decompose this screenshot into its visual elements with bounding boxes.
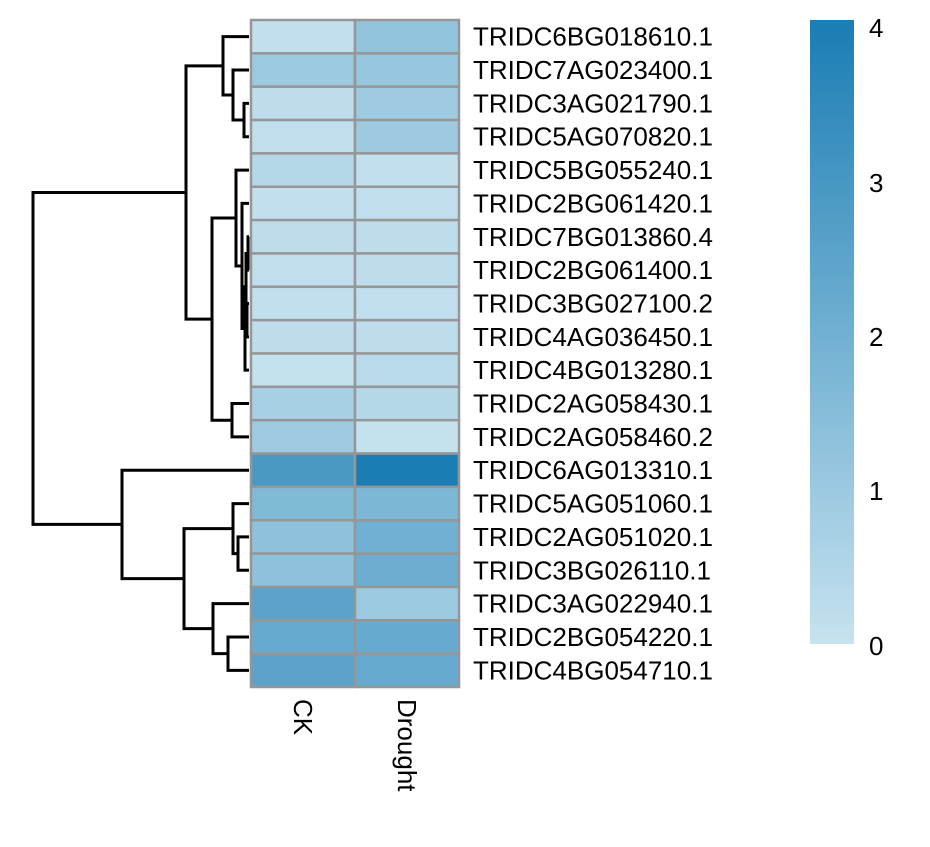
column-label: CK xyxy=(288,699,318,736)
row-label: TRIDC6BG018610.1 xyxy=(473,22,713,52)
heatmap-cell xyxy=(353,118,461,155)
dendrogram-branch xyxy=(242,101,249,139)
row-label: TRIDC2AG058460.2 xyxy=(473,422,713,452)
dendrogram-branch xyxy=(184,64,223,321)
heatmap-cell xyxy=(249,385,357,422)
dendrogram-branch xyxy=(31,190,186,526)
legend-tick-label: 3 xyxy=(869,168,883,198)
heatmap-cell xyxy=(249,485,357,522)
heatmap-cell xyxy=(353,519,461,555)
heatmap-cell xyxy=(249,18,357,55)
legend-tick-label: 1 xyxy=(869,476,883,506)
column-labels: CK Drought xyxy=(288,699,422,792)
row-label: TRIDC3BG027100.2 xyxy=(473,288,713,318)
dendrogram-branch xyxy=(236,535,249,572)
dendrogram-branch xyxy=(182,527,233,631)
heatmap-cell xyxy=(249,585,357,622)
dendrogram-branch xyxy=(230,402,249,439)
dendrogram-branch xyxy=(226,635,249,672)
heatmap-cell xyxy=(353,285,461,322)
legend-color-bar xyxy=(810,20,854,644)
row-label: TRIDC3AG021790.1 xyxy=(473,88,713,118)
heatmap-cell xyxy=(353,252,461,289)
heatmap-cell xyxy=(249,285,357,322)
heatmap-cell xyxy=(249,519,357,555)
row-label: TRIDC6AG013310.1 xyxy=(473,455,713,485)
heatmap-cell xyxy=(353,318,461,355)
heatmap-cell xyxy=(249,218,357,255)
row-label: TRIDC2AG051020.1 xyxy=(473,522,713,552)
legend-tick-label: 0 xyxy=(869,631,883,661)
heatmap-cell xyxy=(249,52,357,88)
row-label: TRIDC4BG054710.1 xyxy=(473,655,713,685)
heatmap-cell xyxy=(353,452,461,489)
row-label: TRIDC4AG036450.1 xyxy=(473,322,713,352)
heatmap-cell xyxy=(249,652,357,689)
row-label: TRIDC7AG023400.1 xyxy=(473,55,713,85)
row-label: TRIDC3BG026110.1 xyxy=(473,555,711,585)
row-label: TRIDC2BG054220.1 xyxy=(473,622,713,652)
row-label: TRIDC5BG055240.1 xyxy=(473,155,713,185)
heatmap-cell xyxy=(249,185,357,222)
row-label: TRIDC2BG061400.1 xyxy=(473,255,713,285)
heatmap-cell xyxy=(249,252,357,289)
heatmap-cells xyxy=(249,18,461,689)
heatmap-cell xyxy=(353,485,461,522)
heatmap-cell xyxy=(353,152,461,188)
row-labels: TRIDC6BG018610.1TRIDC7AG023400.1TRIDC3AG… xyxy=(473,22,713,686)
heatmap-cell xyxy=(353,352,461,389)
heatmap-cell xyxy=(249,452,357,489)
heatmap-cell xyxy=(353,585,461,622)
heatmap-cell xyxy=(353,619,461,655)
heatmap-cell xyxy=(249,552,357,589)
heatmap-cell xyxy=(249,85,357,122)
heatmap-cell xyxy=(249,318,357,355)
legend-tick-label: 2 xyxy=(869,322,883,352)
heatmap-cell xyxy=(249,152,357,188)
dendrogram-branch xyxy=(231,502,249,556)
heatmap-cell xyxy=(353,52,461,88)
row-label: TRIDC5AG051060.1 xyxy=(473,489,713,519)
row-label: TRIDC2AG058430.1 xyxy=(473,389,713,419)
row-label: TRIDC7BG013860.4 xyxy=(473,222,713,252)
row-dendrogram xyxy=(31,35,250,672)
heatmap-cell xyxy=(249,619,357,655)
heatmap-cell xyxy=(353,385,461,422)
heatmap-cell xyxy=(353,652,461,689)
heatmap-cell xyxy=(353,185,461,222)
heatmap-cell xyxy=(353,85,461,122)
row-label: TRIDC5AG070820.1 xyxy=(473,122,713,152)
row-label: TRIDC4BG013280.1 xyxy=(473,355,713,385)
heatmap-cell xyxy=(249,118,357,155)
heatmap-cell xyxy=(353,18,461,55)
heatmap-cell xyxy=(353,552,461,589)
heatmap-cell xyxy=(249,418,357,455)
dendrogram-branch xyxy=(210,216,236,422)
heatmap-cell xyxy=(353,418,461,455)
row-label: TRIDC2BG061420.1 xyxy=(473,188,713,218)
dendrogram-branch xyxy=(221,35,249,97)
color-legend: 0 1 2 3 4 xyxy=(810,13,883,661)
dendrogram-branch xyxy=(231,68,249,122)
legend-tick-label: 4 xyxy=(869,13,883,43)
heatmap-cell xyxy=(249,352,357,389)
row-label: TRIDC3AG022940.1 xyxy=(473,589,713,619)
dendrogram-branch xyxy=(246,235,250,272)
column-label: Drought xyxy=(392,699,422,792)
dendrogram-branch xyxy=(211,602,249,656)
heatmap-cell xyxy=(353,218,461,255)
